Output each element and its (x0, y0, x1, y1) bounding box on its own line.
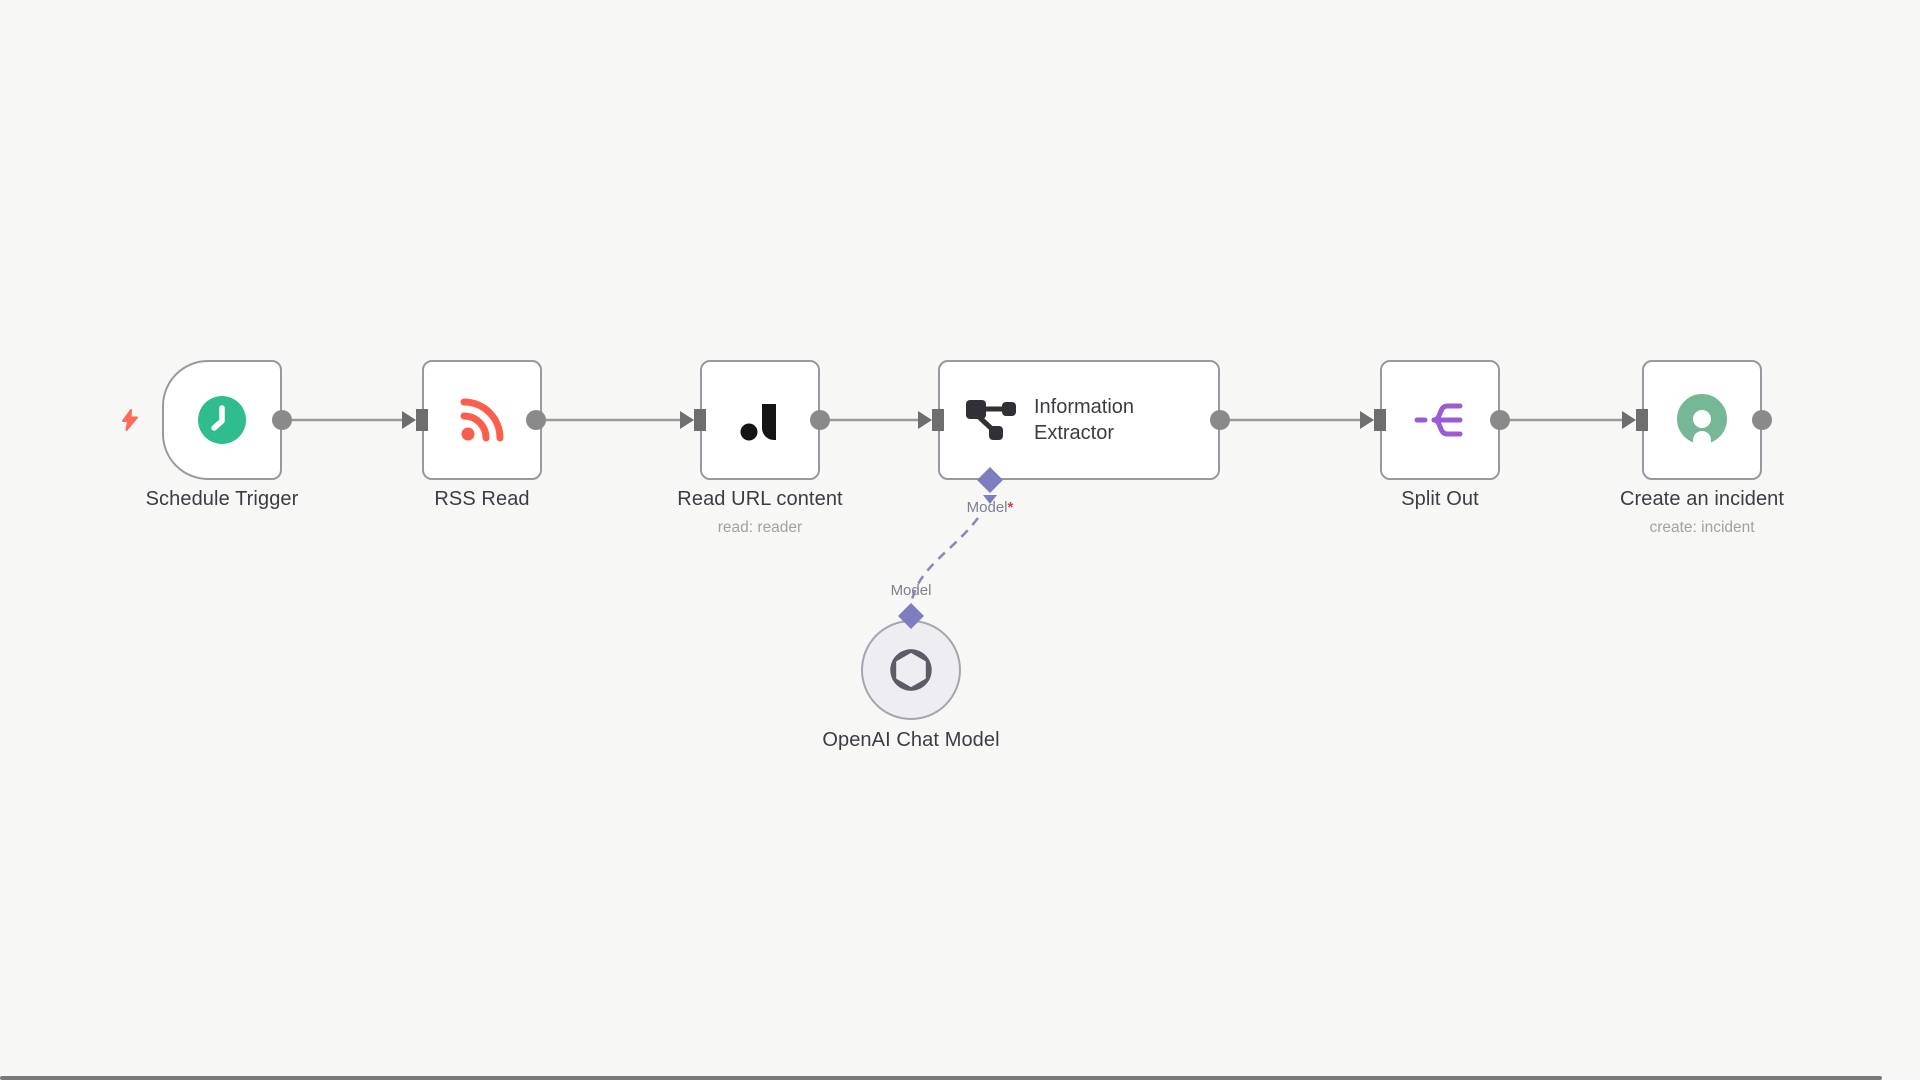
rss-icon (460, 398, 504, 442)
node-label-schedule: Schedule Trigger (145, 488, 299, 510)
incident-logo-icon (1677, 394, 1727, 447)
node-label-rss: RSS Read (434, 488, 530, 510)
node-information-extractor[interactable]: Information Extractor (938, 360, 1220, 480)
openai-model-output-label: Model (890, 582, 932, 599)
input-arrow-icon (1360, 411, 1374, 429)
horizontal-scrollbar[interactable] (0, 1076, 1882, 1080)
node-openai-chat-model[interactable] (861, 620, 961, 720)
input-arrow-icon (680, 411, 694, 429)
jina-logo-icon (740, 404, 776, 441)
node-label-openai: OpenAI Chat Model (822, 729, 1000, 751)
input-arrow-icon (918, 411, 932, 429)
node-create-incident[interactable] (1642, 360, 1762, 480)
node-label-split: Split Out (1401, 488, 1479, 510)
node-sublabel-jina: read: reader (717, 519, 803, 536)
lightning-bolt-icon (122, 409, 138, 431)
node-label-incident: Create an incident (1619, 488, 1785, 510)
connection-jina-to-extractor (810, 409, 944, 431)
node-label-jina: Read URL content (677, 488, 843, 510)
node-split-out[interactable] (1380, 360, 1500, 480)
connection-split-to-incident (1490, 409, 1648, 431)
connection-schedule-to-rss (272, 409, 428, 431)
input-arrow-icon (402, 411, 416, 429)
information-extractor-icon (966, 400, 1016, 440)
node-read-url-content[interactable] (700, 360, 820, 480)
extractor-model-input-label: Model* (966, 499, 1014, 516)
input-arrow-icon (1622, 411, 1636, 429)
connection-extractor-to-split (1210, 409, 1386, 431)
split-out-icon (1414, 403, 1463, 437)
node-label-extractor: Information Extractor (1034, 396, 1135, 444)
node-schedule-trigger[interactable] (162, 360, 282, 480)
openai-logo-icon (890, 649, 932, 691)
required-asterisk: * (1007, 499, 1014, 516)
clock-icon (198, 396, 246, 444)
node-rss-read[interactable] (422, 360, 542, 480)
node-sublabel-incident: create: incident (1649, 519, 1755, 536)
connection-rss-to-jina (526, 409, 706, 431)
